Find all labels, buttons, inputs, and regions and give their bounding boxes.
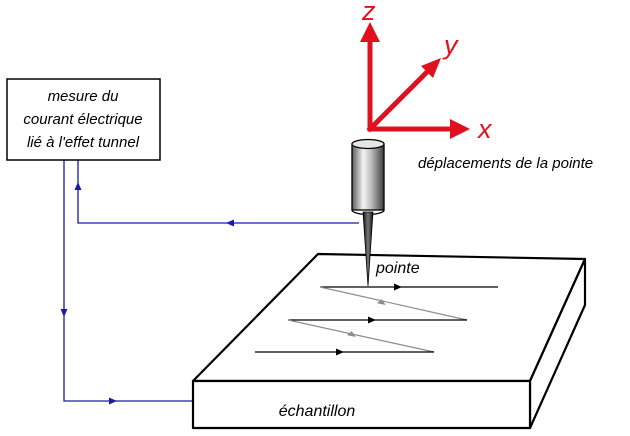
- y-axis-label: y: [442, 30, 459, 60]
- sample-block: [191, 252, 587, 430]
- scan-arrow: [346, 331, 356, 338]
- scan-arrow: [376, 299, 386, 306]
- probe-tip-icon: [362, 211, 374, 287]
- measure-box-line2: courant électrique: [23, 111, 142, 128]
- y-axis-line: [366, 63, 436, 133]
- x-axis-label: x: [476, 114, 493, 144]
- scan-path: [255, 283, 498, 356]
- scan-arrow: [394, 283, 402, 291]
- measure-box-line3: lié à l'effet tunnel: [27, 134, 140, 151]
- wire-arrow-left: [226, 219, 234, 227]
- measure-box-line1: mesure du: [48, 88, 120, 105]
- z-axis-label: z: [361, 0, 376, 26]
- scanner-tube-icon: [351, 138, 385, 216]
- circuit-arrows: [60, 182, 234, 405]
- tip-label: pointe: [375, 260, 420, 277]
- scan-return-diagonal: [287, 319, 435, 353]
- scan-arrow: [368, 316, 376, 324]
- circuit-wires: [63, 160, 359, 402]
- scan-arrow: [336, 348, 344, 356]
- wire-arrow-right: [109, 397, 117, 405]
- axis-system: [366, 32, 459, 133]
- y-axis-arrowhead: [421, 58, 441, 78]
- sample-front-face: [191, 379, 532, 430]
- axis-arrowheads: [360, 22, 470, 139]
- wire-tip-to-box: [77, 160, 359, 224]
- wire-arrow-up: [74, 182, 82, 190]
- wire-arrow-down: [60, 309, 68, 317]
- wire-box-to-sample: [63, 160, 193, 402]
- z-axis-arrowhead: [360, 22, 380, 42]
- scan-return-diagonal: [319, 286, 468, 321]
- x-axis-arrowhead: [450, 119, 470, 139]
- measure-box: mesure du courant électrique lié à l'eff…: [6, 78, 161, 161]
- displacement-caption: déplacements de la pointe: [418, 155, 593, 172]
- sample-label: échantillon: [279, 403, 356, 420]
